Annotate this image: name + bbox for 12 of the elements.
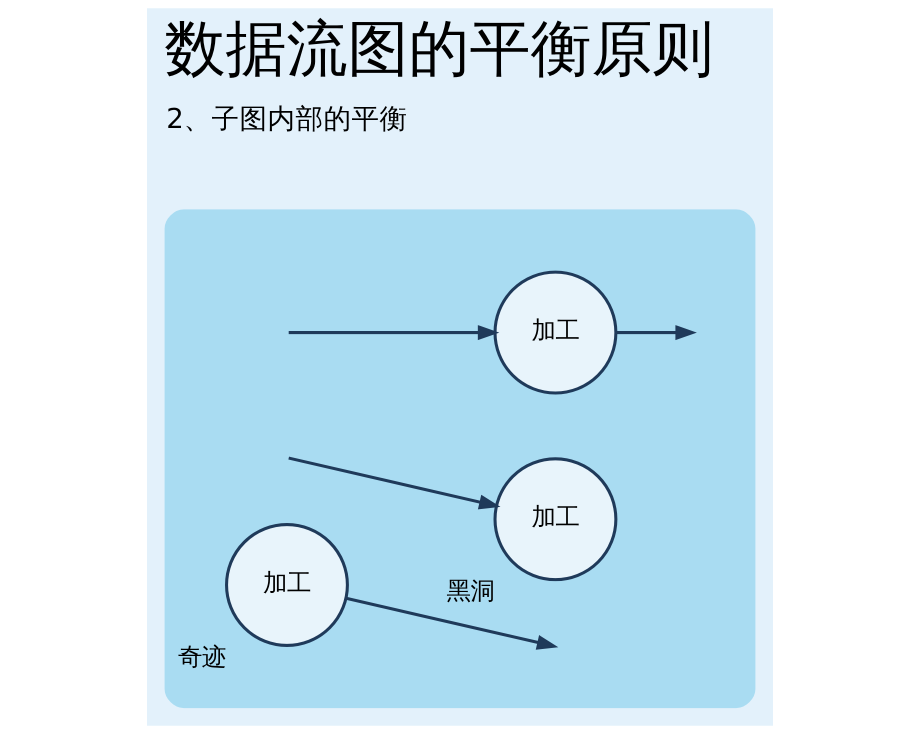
node-label: 黑洞 (446, 576, 495, 606)
label: 2、子图内部的平衡 (166, 103, 408, 136)
node-circle: 加工 (493, 270, 618, 395)
arrow (616, 325, 697, 340)
node-circle: 加工 (493, 457, 618, 582)
arrow (288, 456, 500, 510)
arrow (346, 596, 558, 650)
arrow (288, 325, 500, 340)
node-circle: 加工 (225, 523, 349, 647)
node-label: 奇迹 (178, 642, 226, 671)
diagram-title: 数据流图的平衡原则 (164, 13, 714, 84)
cluster (164, 209, 756, 708)
